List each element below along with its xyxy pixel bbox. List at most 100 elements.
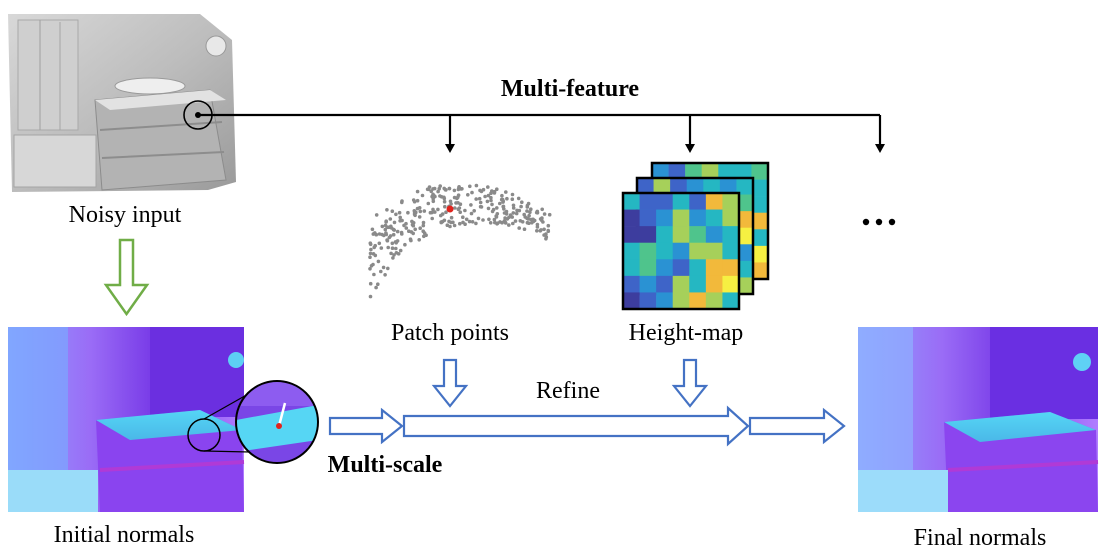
patch-point: [411, 198, 416, 202]
patch-point: [514, 211, 519, 216]
patch-point: [370, 227, 375, 232]
patch-point: [392, 220, 397, 225]
patch-point: [457, 185, 461, 189]
patch-point: [528, 210, 532, 214]
patch-point: [404, 221, 408, 226]
patch-point: [422, 209, 427, 213]
patch-point: [476, 216, 481, 221]
patch-point: [394, 246, 398, 251]
patch-point: [489, 195, 493, 200]
normal-vector-base-point: [276, 423, 282, 429]
patch-point: [481, 218, 485, 222]
patch-point: [469, 211, 474, 216]
patch-point: [390, 246, 395, 250]
patch-point: [437, 186, 442, 191]
height-map-cell: [734, 163, 752, 180]
patch-point: [492, 191, 497, 195]
patch-point: [448, 199, 453, 204]
height-map-cell: [751, 196, 769, 214]
patch-point: [515, 208, 519, 213]
patch-point: [525, 205, 530, 209]
height-map-cell: [639, 242, 657, 260]
patch-point: [417, 215, 422, 219]
patch-point: [431, 197, 436, 201]
patch-point: [385, 208, 389, 212]
refine-label: Refine: [536, 378, 600, 404]
normal-vector: [277, 402, 287, 427]
patch-point: [527, 213, 531, 218]
patch-point: [505, 196, 509, 201]
height-map-cell: [736, 244, 754, 262]
patch-point: [429, 189, 434, 193]
height-map-label: Height-map: [629, 320, 744, 346]
height-map-cell: [751, 262, 769, 280]
patch-point: [368, 294, 373, 299]
height-map-cell: [722, 193, 740, 210]
height-map-cell: [689, 292, 707, 310]
height-map-cell: [722, 226, 740, 244]
height-map-cell: [751, 212, 769, 230]
patch-point: [386, 266, 390, 271]
height-map-cell: [736, 194, 754, 212]
patch-point: [540, 207, 544, 212]
patch-point: [440, 219, 445, 224]
patch-point: [547, 212, 552, 217]
multi-feature-connector: [198, 113, 882, 148]
height-map-cell: [705, 242, 723, 260]
patch-point: [483, 194, 487, 199]
patch-point: [461, 215, 465, 219]
patch-point: [449, 215, 454, 220]
patch-point: [489, 198, 493, 203]
patch-point: [421, 220, 426, 225]
patch-point: [525, 220, 530, 225]
patch-point: [518, 219, 523, 223]
patch-point: [453, 206, 457, 210]
zoom-connector-top: [203, 392, 251, 420]
patch-point: [394, 241, 399, 245]
patch-point: [369, 247, 373, 252]
patch-point: [411, 221, 416, 225]
patch-point: [368, 251, 373, 256]
patch-point: [467, 219, 472, 224]
patch-point: [415, 189, 420, 194]
patch-point: [368, 267, 372, 271]
patch-point: [452, 223, 457, 228]
patch-point: [541, 220, 545, 224]
patch-point: [384, 232, 389, 237]
height-map-cell: [623, 259, 640, 277]
patch-point: [487, 217, 491, 222]
patch-point: [501, 204, 506, 209]
height-map-cell: [656, 275, 674, 293]
patch-point: [511, 203, 516, 208]
patch-point: [442, 196, 447, 201]
patch-point: [456, 195, 460, 199]
patch-point: [417, 206, 422, 210]
patch-point: [490, 189, 494, 193]
refine-bar-arrow: [402, 405, 750, 447]
patch-point: [390, 241, 395, 246]
height-map-cell: [705, 292, 723, 310]
patch-point: [474, 183, 479, 188]
patch-point: [519, 204, 523, 209]
patch-point: [381, 265, 386, 270]
height-map-cell: [672, 292, 690, 310]
patch-point: [460, 187, 464, 191]
patch-point: [468, 184, 472, 189]
patch-point: [458, 221, 462, 226]
height-map-cell: [705, 193, 723, 210]
height-map-cell: [656, 242, 674, 260]
patch-point: [440, 212, 445, 216]
patch-point: [451, 220, 455, 225]
patch-point: [371, 262, 375, 267]
patch-point: [513, 219, 518, 223]
to-final-normals-arrow: [748, 407, 846, 445]
patch-point: [535, 229, 539, 233]
height-map-cell: [656, 226, 674, 244]
patch-point: [461, 220, 465, 225]
patch-point: [374, 213, 379, 217]
height-map-cell: [623, 242, 640, 260]
patch-point: [472, 209, 477, 213]
patch-point: [456, 201, 460, 205]
patch-point: [494, 214, 499, 218]
patch-point: [376, 282, 380, 287]
